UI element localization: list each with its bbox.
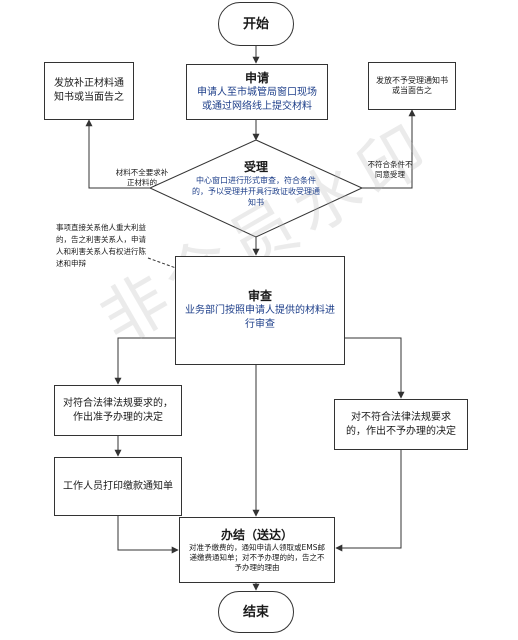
conclude-title: 办结（送达） (220, 527, 293, 542)
reject-notice-node: 发放不予受理通知书或当面告之 (368, 62, 456, 110)
review-node: 审查 业务部门按照申请人提供的材料进行审查 (175, 256, 345, 365)
start-label: 开始 (242, 16, 269, 32)
edge-review-approve (114, 337, 175, 385)
review-title: 审查 (247, 289, 272, 303)
supplement-notice-node: 发放补正材料通知书或当面告之 (44, 62, 134, 120)
apply-body: 申请人至市城管局窗口现场或通过网络线上提交材料 (197, 86, 317, 112)
accept-text: 受理 中心窗口进行形式审查，符合条件的，予以受理并开具行政证收受理通知书 (192, 160, 320, 208)
review-body: 业务部门按照申请人提供的材料进行审查 (185, 305, 335, 330)
reject-notice-text: 发放不予受理通知书或当面告之 (376, 76, 448, 95)
accept-diamond (148, 139, 364, 238)
apply-node: 申请 申请人至市城管局窗口现场或通过网络线上提交材料 (186, 64, 328, 120)
apply-title: 申请 (244, 70, 269, 85)
annotation-note: 事项直接关系他人重大利益的，告之利害关系人，申请人和利害关系人有权进行陈述和申辩 (56, 223, 146, 268)
print-notice-text: 工作人员打印缴款通知单 (63, 480, 173, 492)
edge-accept-reject (362, 109, 416, 189)
end-label: 结束 (242, 604, 269, 620)
deny-decision-node: 对不符合法律法规要求的，作出不予办理的决定 (334, 399, 468, 450)
edge-label-not-qualified: 不符合条件不同意受理 (367, 160, 413, 179)
accept-body: 中心窗口进行形式审查，符合条件的，予以受理并开具行政证收受理通知书 (192, 176, 320, 207)
edge-deny-conclude (335, 450, 402, 552)
end-node: 结束 (218, 591, 294, 633)
edge-review-deny (345, 337, 405, 399)
conclude-body: 对准予缴费的，通知申请人领取或EMS邮递缴费通知单；对不予办理的的，告之不予办理… (189, 542, 325, 572)
annotation-connector (147, 257, 177, 269)
supplement-notice-text: 发放补正材料通知书或当面告之 (54, 78, 124, 103)
start-node: 开始 (218, 2, 294, 46)
edge-label-incomplete: 材料不全要求补正材料的 (115, 168, 169, 187)
print-notice-node: 工作人员打印缴款通知单 (54, 457, 182, 516)
conclude-node: 办结（送达） 对准予缴费的，通知申请人领取或EMS邮递缴费通知单；对不予办理的的… (179, 517, 335, 583)
approve-decision-node: 对符合法律法规要求的，作出准予办理的决定 (54, 385, 182, 436)
edge-print-conclude (117, 516, 179, 554)
accept-title: 受理 (243, 160, 268, 174)
edge-accept-supplement (85, 119, 150, 189)
deny-decision-text: 对不符合法律法规要求的，作出不予办理的决定 (346, 411, 456, 437)
approve-decision-text: 对符合法律法规要求的，作出准予办理的决定 (63, 397, 173, 423)
